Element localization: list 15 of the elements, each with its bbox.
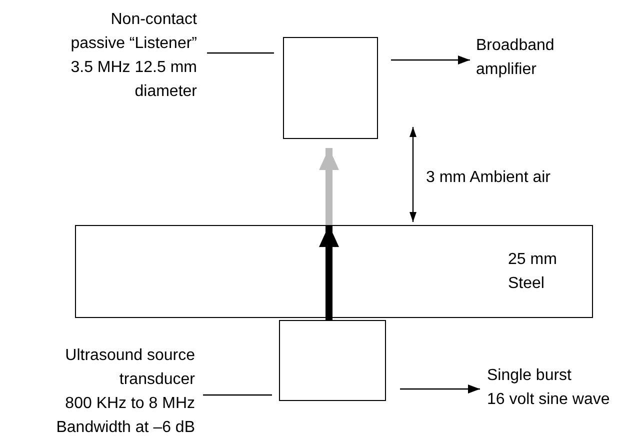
steel-plate [75, 225, 593, 318]
callout-text: Ultrasound source transducer 800 KHz to 8 MHz Bandwidth at –6 dB [40, 344, 195, 440]
arrow [319, 225, 339, 320]
arrow [391, 56, 470, 64]
sensor-box [283, 37, 378, 139]
callout-text: Non-contact passive “Listener” 3.5 MHz 12.5 mm diameter [57, 8, 197, 104]
arrow [400, 384, 480, 394]
sensor-box [279, 320, 386, 401]
leader-line [203, 394, 272, 396]
callout-text: Broadband amplifier [476, 34, 586, 82]
leader-line [207, 52, 274, 54]
plate-label: 25 mm Steel [508, 250, 558, 294]
callout-text: Single burst 16 volt sine wave [487, 364, 643, 412]
dimension-label: 3 mm Ambient air [426, 168, 550, 188]
arrow [319, 148, 339, 225]
